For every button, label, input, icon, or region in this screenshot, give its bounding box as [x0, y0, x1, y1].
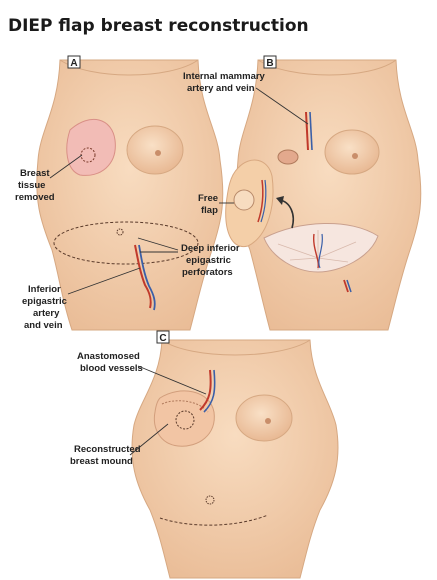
internal-mammary-artery	[305, 111, 309, 151]
removed-nipple-outline	[80, 147, 96, 163]
internal-mammary-vein	[309, 111, 313, 151]
free-flap-label: Free flap	[198, 193, 221, 216]
panel-c-letter-box	[156, 330, 170, 344]
torso-c	[131, 339, 339, 579]
breast-tissue-removed-label: Breast tissue removed	[15, 168, 55, 203]
page-title: DIEP flap breast reconstruction	[8, 16, 309, 36]
mastectomy-site	[277, 149, 299, 165]
navel	[205, 495, 215, 505]
internal-mammary-label: Internal mammary artery and vein	[183, 71, 267, 94]
panel-c-letter: C	[159, 333, 166, 344]
breast-tissue-removed-area	[66, 119, 116, 176]
torso-b	[236, 59, 422, 331]
reconstructed-breast-mound	[153, 390, 215, 447]
free-flap-nipple-area	[233, 189, 255, 211]
abdominal-flap-outline	[53, 221, 199, 265]
anastomosed-artery	[199, 369, 212, 411]
panel-b-letter: B	[266, 58, 273, 69]
breast-right-c	[235, 394, 293, 442]
breast-right-b	[324, 129, 380, 175]
inferior-epigastric-vein	[138, 244, 156, 311]
inferior-epigastric-artery-vein-label: Inferior epigastric artery and vein	[22, 284, 70, 331]
panel-a: A Breast tissue removed Deep inferior ep…	[15, 55, 242, 331]
panel-b: B Internal mammary artery and vein Free …	[183, 55, 422, 331]
anastomosed-vein	[203, 369, 216, 413]
panel-b-letter-box	[263, 55, 277, 69]
panel-a-letter-box	[67, 55, 81, 69]
panel-a-letter: A	[70, 58, 77, 69]
torso-a	[36, 59, 224, 331]
breast-right-a	[126, 125, 184, 175]
panel-c: C Anastomosed blood vessels Reconstructe…	[70, 330, 339, 579]
abdominal-scar	[159, 514, 269, 526]
deep-inferior-epigastric-perforators-label: Deep inferior epigastric perforators	[181, 243, 242, 278]
inferior-epigastric-artery	[134, 244, 152, 309]
anastomosed-label: Anastomosed blood vessels	[77, 351, 143, 374]
reconstructed-label: Reconstructed breast mound	[70, 444, 143, 467]
